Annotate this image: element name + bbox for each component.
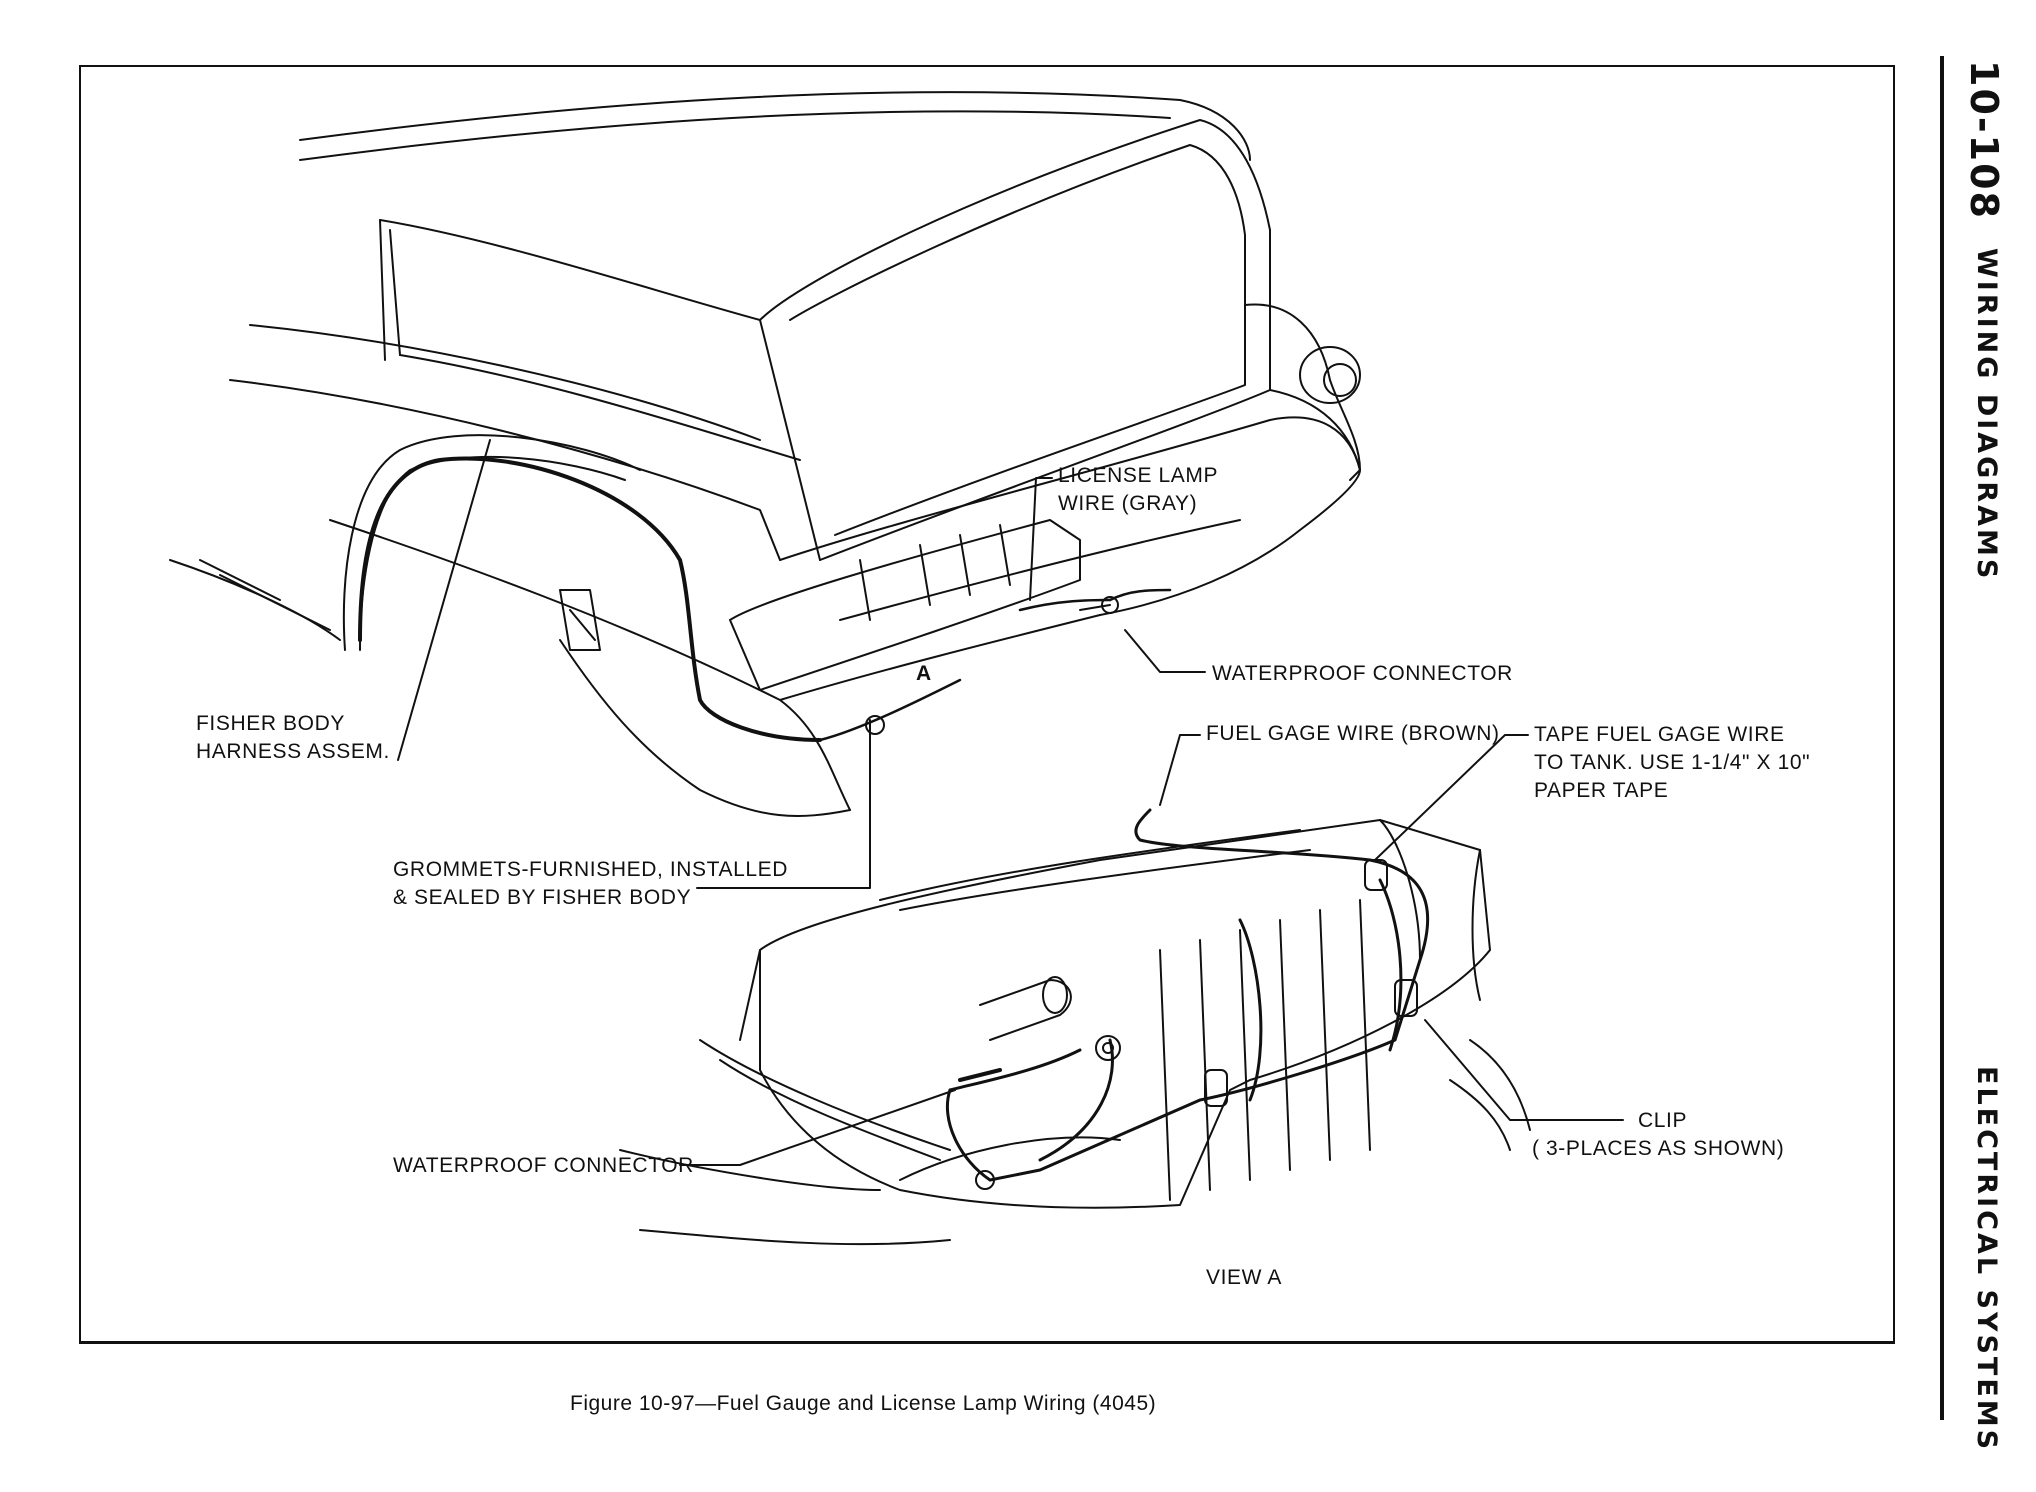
- chapter-title: ELECTRICAL SYSTEMS: [1971, 1066, 2002, 1453]
- waterproof-connector-lower-graphic: [958, 1068, 1002, 1190]
- view-marker-label: A: [916, 662, 932, 685]
- fuel-tank-view-a: [619, 819, 1531, 1246]
- section-title: WIRING DIAGRAMS: [1971, 248, 2002, 582]
- view-a-label: VIEW A: [1206, 1266, 1282, 1289]
- license-lamp-wire-label: LICENSE LAMP WIRE (GRAY): [1058, 464, 1219, 515]
- side-rule: [1940, 56, 1944, 1420]
- waterproof-connector-upper-label: WATERPROOF CONNECTOR: [1212, 662, 1513, 685]
- leader-lines: [397, 439, 1206, 889]
- station-wagon-rear-body: [169, 91, 1361, 817]
- clips: [1204, 859, 1418, 1107]
- tape-fuel-gage-wire-label: TAPE FUEL GAGE WIRE TO TANK. USE 1-1/4" …: [1534, 723, 1811, 802]
- figure-caption: Figure 10-97—Fuel Gauge and License Lamp…: [570, 1392, 1157, 1415]
- figure-frame: [79, 65, 1895, 1344]
- fisher-body-harness: [358, 456, 822, 742]
- grommets-label: GROMMETS-FURNISHED, INSTALLED & SEALED B…: [393, 858, 789, 909]
- waterproof-connector-lower-label: WATERPROOF CONNECTOR: [393, 1154, 694, 1177]
- grommet-upper-graphic: [865, 715, 885, 735]
- fisher-body-harness-label: FISHER BODY HARNESS ASSEM.: [196, 712, 390, 763]
- grommet-view-a: [1095, 1035, 1121, 1061]
- waterproof-connector-upper-graphic: [1079, 596, 1119, 614]
- fuel-gage-wire-label: FUEL GAGE WIRE (BROWN): [1206, 722, 1500, 745]
- page-number: 10-108: [1962, 60, 2006, 220]
- clip-label: CLIP ( 3-PLACES AS SHOWN): [1532, 1109, 1785, 1160]
